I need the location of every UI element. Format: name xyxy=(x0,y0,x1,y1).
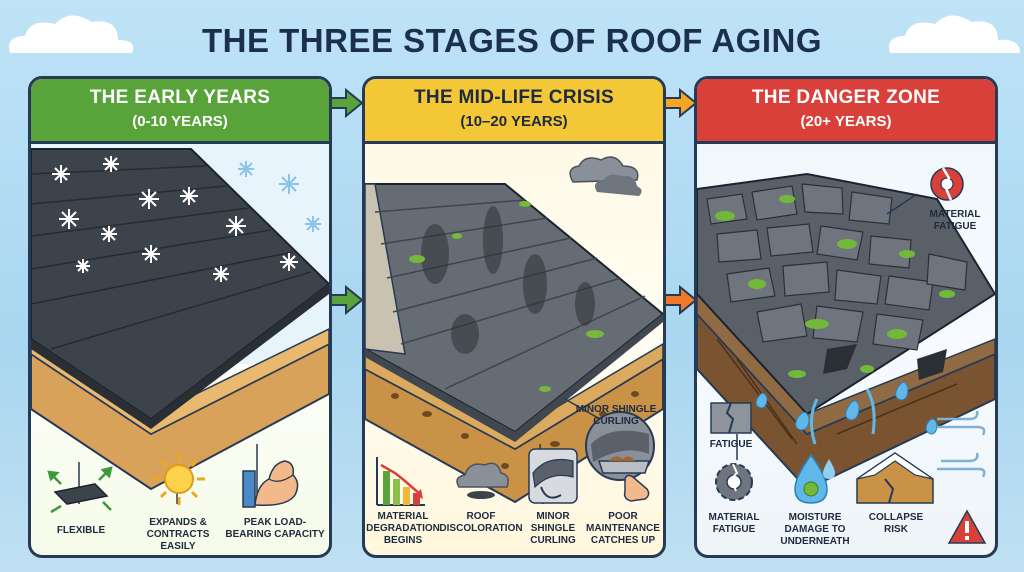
panel-subtitle: (20+ YEARS) xyxy=(800,113,892,130)
collapse-roof-icon xyxy=(856,452,934,504)
label-curling: MINOR SHINGLE CURLING xyxy=(530,511,576,546)
panel-title: THE EARLY YEARS xyxy=(89,87,271,108)
callout-curling: MINOR SHINGLE CURLING xyxy=(575,404,657,427)
cracked-wall-icon xyxy=(710,402,752,434)
declining-chart-icon xyxy=(376,457,425,506)
cloud-right xyxy=(889,15,1020,53)
panel-title: THE DANGER ZONE xyxy=(751,87,941,108)
label-flexible: FLEXIBLE xyxy=(56,525,106,536)
label-degradation: MATERIAL DEGRADATION BEGINS xyxy=(366,511,440,546)
panel-header: THE MID-LIFE CRISIS (10–20 YEARS) xyxy=(365,79,663,144)
callout-fatigue: FATIGUE xyxy=(709,439,753,450)
panel-title: THE MID-LIFE CRISIS xyxy=(414,87,614,108)
old-roof-illustration xyxy=(697,144,995,504)
cracked-gear-icon xyxy=(715,463,753,501)
curled-shingle-icon xyxy=(528,448,578,504)
page-title: THE THREE STAGES OF ROOF AGING xyxy=(201,22,823,59)
label-material-fatigue: MATERIAL FATIGUE xyxy=(708,512,760,535)
label-discoloration: ROOF DISCOLORATION xyxy=(439,511,523,534)
label-poor-maintenance: POOR MAINTENANCE CATCHES UP xyxy=(586,511,660,546)
storm-cloud-icon xyxy=(456,462,509,499)
label-collapse-risk: COLLAPSE RISK xyxy=(868,512,924,535)
new-roof-illustration xyxy=(31,144,329,504)
warning-icon xyxy=(947,509,987,544)
wind-icon xyxy=(937,410,986,478)
panel-subtitle: (10–20 YEARS) xyxy=(460,113,568,130)
clogged-gutter-icon xyxy=(597,456,651,502)
flex-arrows-icon xyxy=(47,466,113,514)
label-peak-load: PEAK LOAD-BEARING CAPACITY xyxy=(225,517,325,540)
label-expands-contracts: EXPANDS & CONTRACTS EASILY xyxy=(146,517,210,552)
panel-header: THE DANGER ZONE (20+ YEARS) xyxy=(697,79,995,144)
panel-mid-life: THE MID-LIFE CRISIS (10–20 YEARS) xyxy=(362,76,666,558)
cracked-gear-icon xyxy=(930,167,964,201)
panel-subtitle: (0-10 YEARS) xyxy=(132,113,228,130)
sun-icon xyxy=(153,453,205,505)
label-moisture-damage: MOISTURE DAMAGE TO UNDERNEATH xyxy=(780,512,850,547)
panel-early-years: THE EARLY YEARS (0-10 YEARS) xyxy=(28,76,332,558)
panel-header: THE EARLY YEARS (0-10 YEARS) xyxy=(31,79,329,144)
panel-danger-zone: THE DANGER ZONE (20+ YEARS) xyxy=(694,76,998,558)
water-drop-icon xyxy=(794,453,835,504)
storm-cloud-icon xyxy=(569,156,642,196)
callout-material-fatigue: MATERIAL FATIGUE xyxy=(929,209,981,232)
cloud-left xyxy=(9,15,134,53)
muscle-arm-icon xyxy=(242,460,299,508)
snowflake-icon xyxy=(52,156,298,282)
